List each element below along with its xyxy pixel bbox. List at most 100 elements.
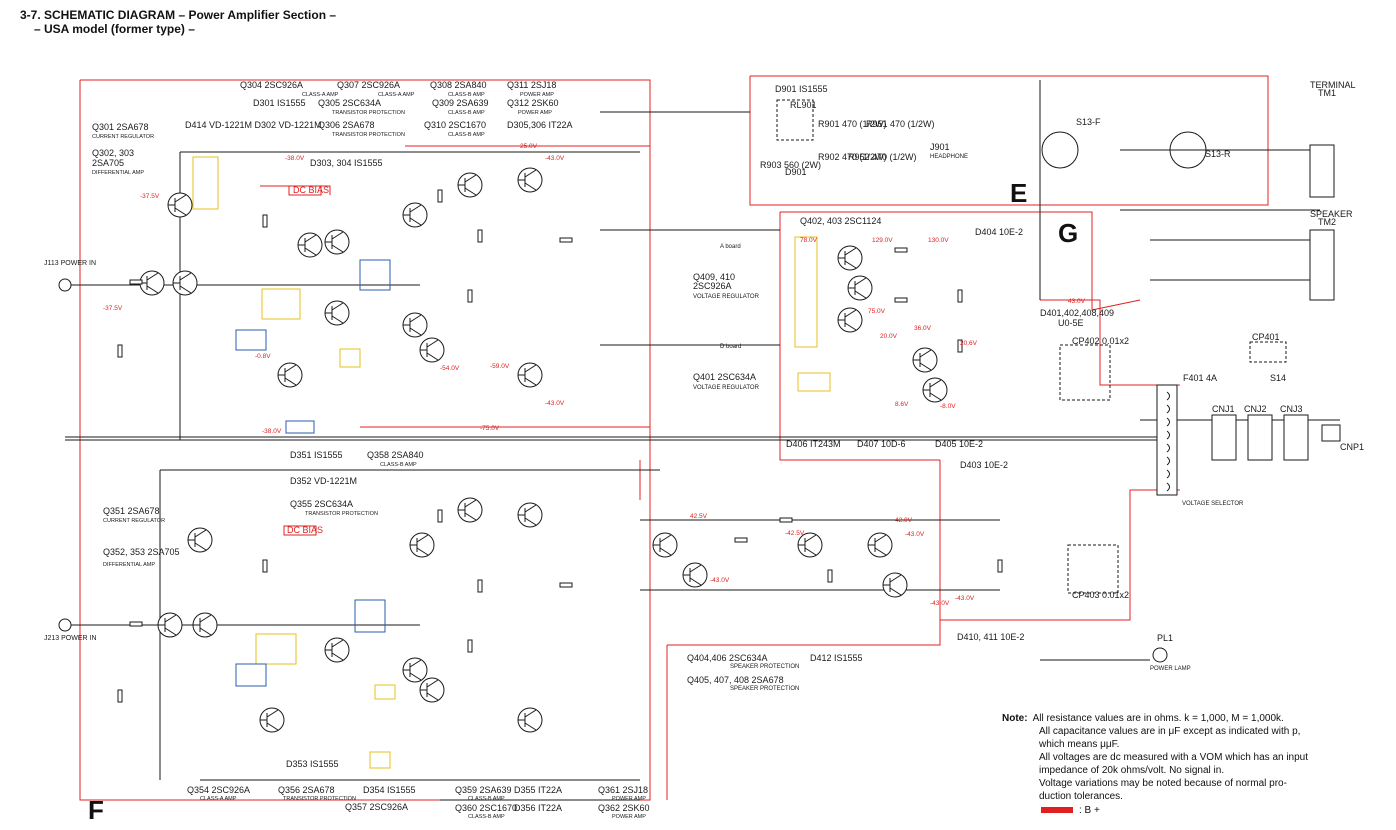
- section-letter-f: F: [88, 795, 104, 825]
- resistor-symbol: [894, 247, 908, 253]
- voltage-reading: -43.0V: [905, 531, 925, 538]
- wire: [284, 364, 297, 373]
- component-label: D401,402,408,409: [1040, 308, 1114, 318]
- highlight-box: [374, 684, 396, 700]
- wire: [304, 234, 317, 243]
- wire: [804, 547, 817, 556]
- component-label: TM1: [1318, 88, 1336, 98]
- component-label: SPEAKER PROTECTION: [730, 664, 799, 670]
- component-label: Q307 2SC926A: [337, 80, 400, 90]
- selector-switch-symbol: [1041, 131, 1079, 169]
- wire: [844, 322, 857, 331]
- component-label: D901 IS1555: [775, 84, 828, 94]
- note-line: impedance of 20k ohms/volt. No signal in…: [1039, 765, 1225, 776]
- component-label: D301 IS1555: [253, 98, 306, 108]
- wire: [331, 652, 344, 661]
- input-jack-symbol: [58, 618, 72, 632]
- note-line: All capacitance values are in μF except …: [1039, 726, 1301, 737]
- resistor-symbol: [477, 579, 483, 593]
- wire: [331, 302, 344, 311]
- terminal-block: [1309, 229, 1335, 301]
- component-label: D405 10E-2: [935, 439, 983, 449]
- note-line: Voltage variations may be noted because …: [1039, 778, 1287, 789]
- filter-box: [1059, 344, 1111, 401]
- component-label: S13-F: [1076, 117, 1101, 127]
- component-label: CNP1: [1340, 442, 1364, 452]
- wire: [889, 587, 902, 596]
- highlight-box: [192, 156, 219, 210]
- power-plug-symbol: [1321, 424, 1341, 442]
- wire: [919, 362, 932, 371]
- wire: [659, 547, 672, 556]
- note-line: All voltages are dc measured with a VOM …: [1039, 752, 1309, 763]
- highlight-box: [339, 348, 361, 368]
- voltage-reading: 75.0V: [868, 308, 886, 315]
- wire: [524, 169, 537, 178]
- component-label: CURRENT REGULATOR: [103, 518, 165, 524]
- input-label: J113 POWER IN: [44, 260, 96, 267]
- bplus-label: : B +: [1079, 805, 1100, 816]
- resistor-symbol: [957, 289, 963, 303]
- component-label: DIFFERENTIAL AMP: [103, 562, 155, 568]
- component-label: A board: [720, 244, 741, 250]
- component-label: CLASS-A AMP: [302, 92, 339, 98]
- bplus-legend: : B +: [1041, 805, 1100, 816]
- wire: [524, 364, 537, 373]
- voltage-reading: -43.0V: [930, 600, 950, 607]
- wire: [194, 542, 207, 551]
- component-label: Q306 2SA678: [318, 120, 375, 130]
- voltage-reading: -37.5V: [140, 193, 160, 200]
- component-label: D356 IT22A: [514, 803, 562, 813]
- wire: [426, 339, 439, 348]
- component-label: S14: [1270, 373, 1286, 383]
- wire: [194, 529, 207, 538]
- wire: [524, 504, 537, 513]
- component-label: TRANSISTOR PROTECTION: [332, 110, 405, 116]
- component-label: VOLTAGE SELECTOR: [1182, 501, 1244, 507]
- filter-box: [1067, 544, 1119, 594]
- component-label: D414 VD-1221M D302 VD-1221M: [185, 120, 322, 130]
- resistor-symbol: [477, 229, 483, 243]
- selector-switch-symbol: [1169, 131, 1207, 169]
- resistor-symbol: [117, 689, 123, 703]
- section-letter-e: E: [1010, 178, 1028, 208]
- component-label: 2SA705: [92, 158, 124, 168]
- component-label: F401 4A: [1183, 373, 1217, 383]
- note-text: All resistance values are in ohms. k = 1…: [1032, 713, 1284, 724]
- component-label: POWER AMP: [612, 796, 646, 802]
- voltage-reading: -38.0V: [285, 155, 305, 162]
- component-label: S13-R: [1205, 149, 1231, 159]
- component-label: D351 IS1555: [290, 450, 343, 460]
- voltage-reading: -75.0V: [480, 425, 500, 432]
- input-jack-symbol: [58, 278, 72, 292]
- component-label: Q360 2SC1670: [455, 803, 517, 813]
- wire: [929, 392, 942, 401]
- component-label: CP402 0.01x2: [1072, 336, 1129, 346]
- component-label: Q304 2SC926A: [240, 80, 303, 90]
- wire: [331, 231, 344, 240]
- voltage-reading: -43.0V: [545, 155, 565, 162]
- wire: [659, 534, 672, 543]
- component-label: CP401: [1252, 332, 1280, 342]
- wire: [844, 247, 857, 256]
- component-label: VOLTAGE REGULATOR: [693, 294, 760, 300]
- wire: [779, 212, 940, 461]
- power-lamp-symbol: [1152, 647, 1168, 663]
- wire: [164, 614, 177, 623]
- voltage-reading: 20.6V: [960, 340, 978, 347]
- resistor-symbol: [262, 559, 268, 573]
- component-label: DC BIAS: [287, 525, 323, 535]
- component-label: CNJ1: [1212, 404, 1235, 414]
- wire: [524, 517, 537, 526]
- note-line: duction tolerances.: [1039, 791, 1123, 802]
- resistor-symbol: [467, 639, 473, 653]
- component-label: D353 IS1555: [286, 759, 339, 769]
- resistor-symbol: [894, 297, 908, 303]
- coil-winding: [1166, 391, 1170, 401]
- component-label: Q354 2SC926A: [187, 785, 250, 795]
- wire: [844, 260, 857, 269]
- component-label: R902 470 (1/2W): [818, 152, 887, 162]
- resistor-symbol: [559, 582, 573, 588]
- wire: [304, 247, 317, 256]
